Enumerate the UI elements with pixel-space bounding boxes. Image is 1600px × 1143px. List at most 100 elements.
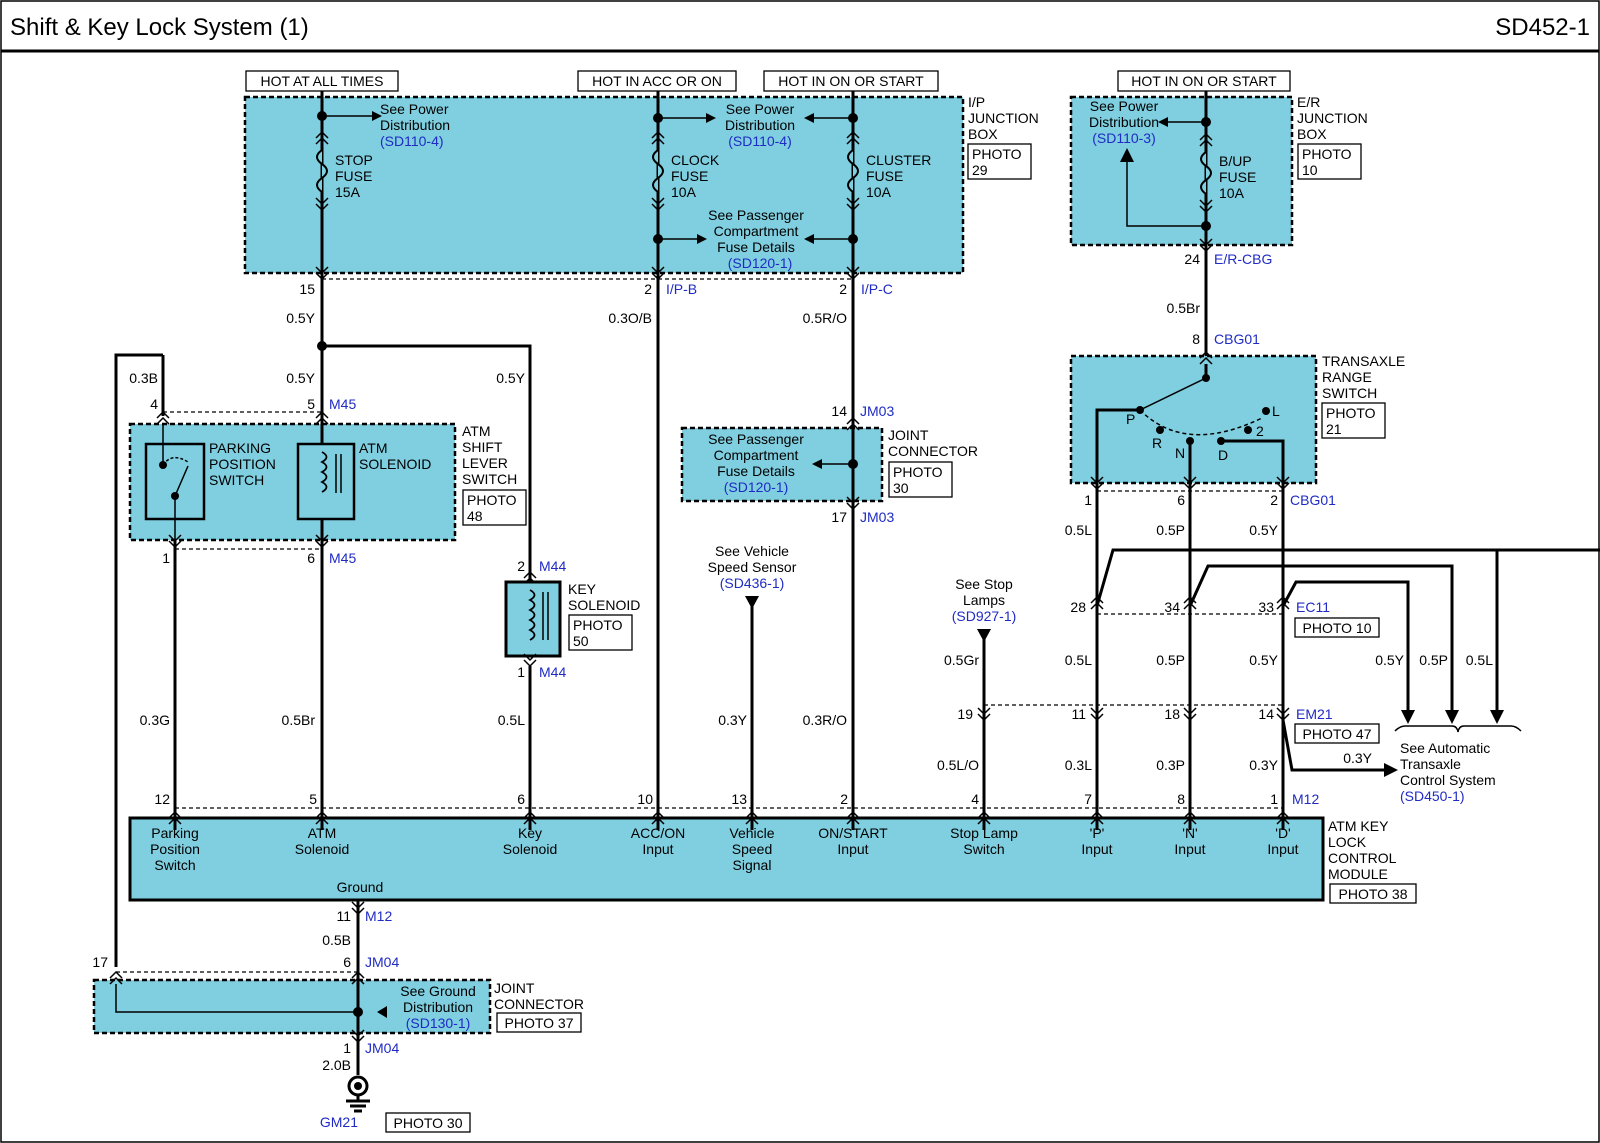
wire-03y-tcm: 0.3Y [1343,750,1372,766]
trs-pos-2: 2 [1256,423,1264,439]
ip-power-see-1: See Power [726,101,795,117]
stop-fuse-see-1: See Power [380,101,449,117]
ip-power-ref: (SD110-4) [728,133,792,149]
stop-fuse-arrow [372,111,382,121]
m12-pin-label: 7 [1084,791,1092,807]
er-box-photo-frame [1297,143,1362,180]
tcm-03y-arrow [1384,763,1398,777]
cbg01-n-pin [1183,476,1197,491]
wire-05y-c: 0.5Y [496,370,525,386]
m12-gnd-pin-label: 11 [336,908,351,924]
tcm-see-3: Control System [1400,772,1496,788]
module-input-label: Input [1174,841,1205,857]
key-solenoid-feed [322,344,532,583]
jm03-see-2: Compartment [714,447,799,463]
m12-pin-label: 10 [637,791,653,807]
cluster-fuse-icon [847,149,859,193]
m45-pin-5 [315,410,329,425]
m44-top-pin-label: 2 [517,558,525,574]
key-solenoid-splice [317,341,327,351]
bup-fuse-2: FUSE [1219,169,1256,185]
trs-pos-l: L [1272,403,1280,419]
ip-box-name-3: BOX [968,126,998,142]
trs-pos-d: D [1218,447,1228,463]
ec11-n-branch [1188,564,1454,712]
er-box-name-3: BOX [1297,126,1327,142]
cbg01-d-label: 2 [1270,492,1278,508]
ec11-pin-28 [1090,595,1104,610]
key-solenoid-photo-frame [568,614,633,651]
wire-03y: 0.3Y [1249,757,1278,773]
m44-bot-connector: M44 [539,664,566,680]
m12-pin-label: 5 [309,791,317,807]
stop-fuse-name-2: FUSE [335,168,372,184]
gm21-photo-frame [385,1112,471,1133]
ip-b-connector: I/P-B [666,281,697,297]
atm-solenoid-label-1: ATM [359,440,388,456]
em21-d-label: 14 [1258,706,1274,722]
er-splice-top [1201,117,1211,127]
wire-r05p: 0.5P [1419,652,1448,668]
ip-passenger-see-3: Fuse Details [717,239,795,255]
gm21-connector: GM21 [320,1114,358,1130]
m45-pin-6 [315,534,329,549]
shift-lever-name-1: ATM [462,423,491,439]
jm03-see-3: Fuse Details [717,463,795,479]
em21-photo: PHOTO 47 [1303,726,1372,742]
ec11-p-branch [1095,548,1600,607]
ec11-d-branch [1281,580,1410,712]
er-loop-arrow [1120,148,1134,162]
bup-connector-top [1199,132,1213,147]
jm03-bot-connector: JM03 [860,509,894,525]
m12-pin-8 [1183,810,1197,825]
wire-r05l: 0.5L [1466,652,1493,668]
ip-junction-box [243,95,965,275]
module-input-label: Position [150,841,200,857]
clock-fuse-icon [652,149,664,193]
jm04-see-2: Distribution [403,999,473,1015]
wire-05ro: 0.5R/O [803,310,847,326]
module-input-label: Input [642,841,673,857]
clock-passenger-arrow [697,234,707,244]
module-input-label: Switch [963,841,1004,857]
cluster-splice-top [848,113,858,123]
wire-20b: 2.0B [322,1057,351,1073]
shift-lever-name-2: SHIFT [462,439,503,455]
wire-05l-p2: 0.5L [1065,652,1092,668]
module-input-label: ON/START [818,825,888,841]
hot-in-on-or-start-er: HOT IN ON OR START [1131,73,1277,89]
key-solenoid-coil [528,589,536,641]
shift-lever-name-4: SWITCH [462,471,517,487]
m12-pin-label: 8 [1177,791,1185,807]
em21-photo-frame [1294,723,1380,744]
cluster-fuse-name-2: FUSE [866,168,903,184]
ip-box-photo-2: 29 [972,162,988,178]
trs-name-2: RANGE [1322,369,1372,385]
atm-key-lock-control-module-box [128,816,1325,902]
er-box-name-2: JUNCTION [1297,110,1368,126]
clock-fuse-name-3: 10A [671,184,697,200]
trs-wiper [1139,377,1207,411]
module-input-label: Key [518,825,542,841]
shift-lever-name-3: LEVER [462,455,508,471]
pps-label-1: PARKING [209,440,271,456]
shift-lever-photo-frame [462,489,527,526]
vss-see-1: See Vehicle [715,543,789,559]
m12-pin-label: 13 [731,791,747,807]
module-input-label: 'N' [1182,825,1197,841]
clock-fuse-connector-bot [651,197,665,212]
wire-05b: 0.5B [322,932,351,948]
m45-top-connector: M45 [329,396,356,412]
module-input-label: 'D' [1275,825,1290,841]
cluster-fuse-name-3: 10A [866,184,892,200]
ec11-photo-frame [1294,617,1380,638]
cbg01-d-pin [1276,476,1290,491]
wire-05p-n: 0.5P [1156,522,1185,538]
cbg01-in-connector: CBG01 [1214,331,1260,347]
stop-lamps-ref: (SD927-1) [952,608,1017,624]
trs-pos-p: P [1126,411,1135,427]
tcm-arrow-05l [1490,710,1504,724]
ip-15-label: 15 [299,281,315,297]
module-photo: PHOTO 38 [1339,886,1408,902]
